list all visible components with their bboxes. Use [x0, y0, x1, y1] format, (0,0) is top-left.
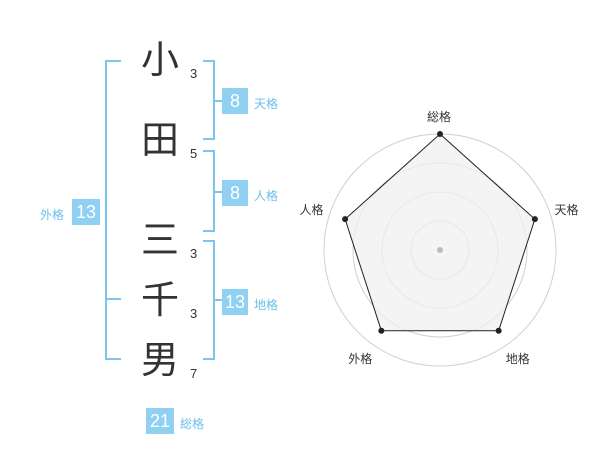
tenkaku-label: 天格: [254, 97, 279, 111]
radar-axis-label-3: 地格: [505, 352, 530, 367]
stroke-count-5: 7: [190, 366, 198, 381]
jinkaku-bracket-bottom: [203, 230, 215, 232]
gaikaku-bracket-vertical: [105, 60, 107, 360]
chikaku-bracket-bottom: [203, 358, 215, 360]
radar-point-4: [378, 327, 385, 334]
tenkaku-bracket-bottom: [203, 138, 215, 140]
chikaku-bracket-top: [203, 240, 215, 242]
gaikaku-bracket-mid: [105, 298, 121, 300]
tenkaku-bracket-top: [203, 60, 215, 62]
name-char-2: 田: [140, 118, 179, 162]
radar-point-5: [342, 216, 349, 223]
chikaku-score-box: 13: [222, 289, 248, 315]
jinkaku-bracket-arm: [213, 191, 223, 193]
radar-axis-label-4: 外格: [348, 352, 373, 367]
jinkaku-bracket-top: [203, 150, 215, 152]
jinkaku-label: 人格: [254, 189, 279, 203]
tenkaku-bracket-arm: [213, 100, 223, 102]
stroke-count-4: 3: [190, 306, 198, 321]
soukaku-score-box: 21: [146, 408, 174, 434]
name-char-4: 千: [140, 278, 179, 322]
stroke-count-3: 3: [190, 246, 198, 261]
gaikaku-score-box: 13: [72, 199, 100, 225]
radar-point-1: [437, 131, 443, 137]
radar-point-3: [495, 327, 502, 334]
radar-axis-label-2: 天格: [554, 202, 579, 217]
chikaku-bracket-arm: [213, 299, 223, 301]
name-char-5: 男: [140, 338, 179, 382]
soukaku-label: 総格: [180, 417, 205, 431]
gaikaku-bracket-bottom: [105, 358, 121, 360]
chikaku-label: 地格: [254, 298, 279, 312]
name-char-1: 小: [140, 38, 179, 82]
tenkaku-score-box: 8: [222, 88, 248, 114]
radar-point-2: [531, 216, 538, 223]
radar-center-dot: [437, 247, 443, 253]
stroke-count-1: 3: [190, 66, 198, 81]
jinkaku-score-box: 8: [222, 180, 248, 206]
gaikaku-bracket-top: [105, 60, 121, 62]
radar-axis-label-5: 人格: [299, 202, 324, 217]
gaikaku-label: 外格: [40, 208, 65, 222]
radar-polygon: [344, 133, 536, 332]
stroke-count-2: 5: [190, 146, 198, 161]
radar-axis-label-1: 総格: [427, 110, 452, 124]
name-char-3: 三: [140, 218, 179, 262]
